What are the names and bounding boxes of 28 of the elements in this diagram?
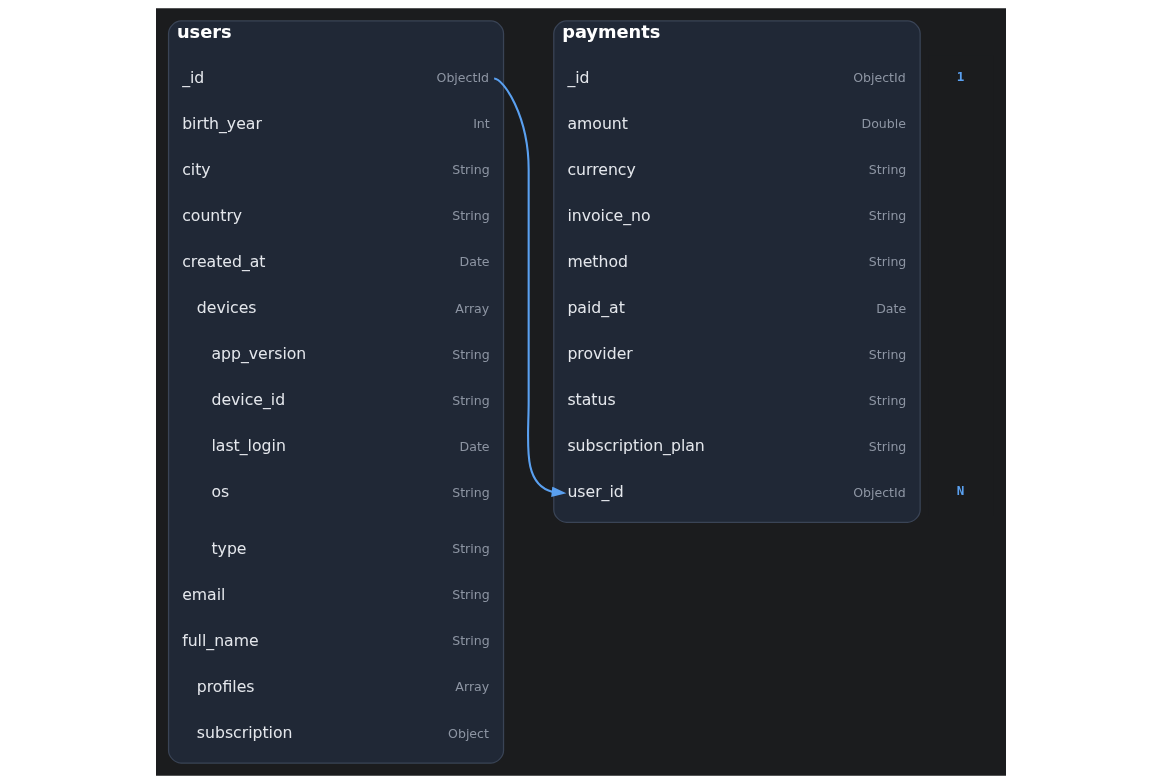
- node-text: full_name String: [181, 630, 490, 650]
- node-text: devices Array: [196, 297, 489, 317]
- node-text: app_version String: [210, 344, 490, 364]
- label: 1: [956, 68, 964, 84]
- node-text: last_login Date: [210, 436, 490, 456]
- node-text: device_id String: [210, 390, 490, 410]
- node-text: created_at Date: [181, 251, 490, 271]
- node-text: city String: [181, 159, 490, 179]
- node-text: os String: [210, 482, 490, 502]
- node-text: profiles Array: [196, 676, 489, 696]
- node-text: _id ObjectId: [566, 67, 906, 87]
- node-text: invoice_no String: [566, 205, 906, 225]
- node-text: provider String: [566, 344, 906, 364]
- node-text: subscription_plan String: [566, 436, 906, 456]
- node-text: method String: [566, 251, 906, 271]
- arrow: [493, 77, 566, 497]
- node-text: subscription Object: [196, 722, 489, 742]
- node-text: email String: [181, 584, 490, 604]
- node-text: currency String: [566, 159, 906, 179]
- node-text: amount Double: [566, 113, 906, 133]
- node-text: birth_year Int: [181, 113, 490, 133]
- node-text: status String: [566, 390, 906, 410]
- node-text: paid_at Date: [566, 297, 906, 317]
- label: N: [956, 483, 964, 499]
- node-text: _id ObjectId: [181, 67, 489, 87]
- node-text: user_id ObjectId: [566, 482, 906, 502]
- node-text: type String: [210, 538, 490, 558]
- node-text: country String: [181, 205, 490, 225]
